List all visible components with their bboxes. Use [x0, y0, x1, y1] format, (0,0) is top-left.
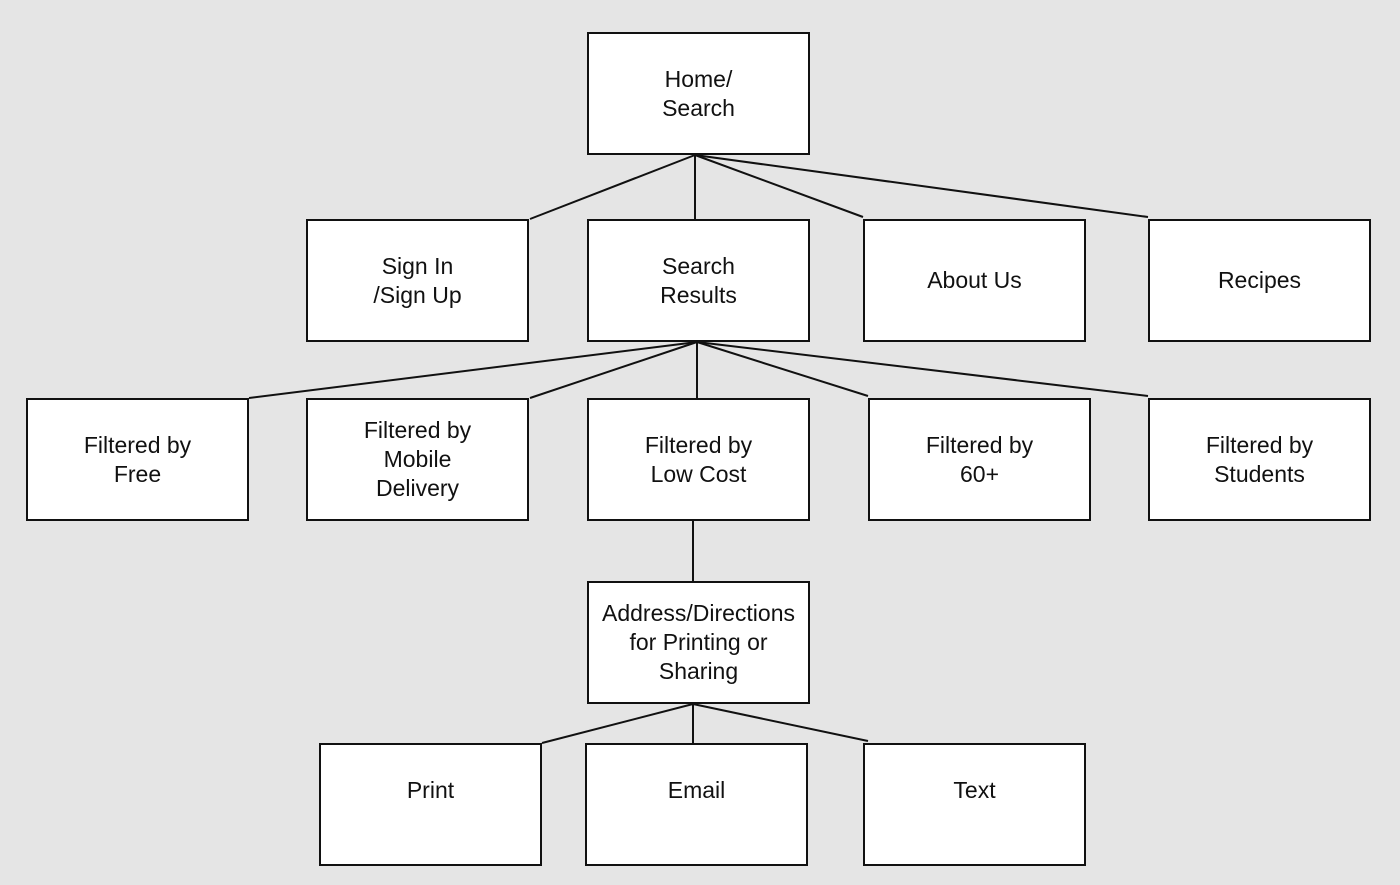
- connector-home-about: [694, 154, 864, 218]
- node-filtered-low-cost: Filtered by Low Cost: [587, 398, 810, 521]
- node-print-label: Print: [406, 777, 455, 803]
- connector-results-mobile: [529, 341, 698, 399]
- node-filtered-students-label: Filtered by Students: [1205, 431, 1314, 487]
- node-search-results-label: Search Results: [660, 252, 737, 308]
- node-filtered-students: Filtered by Students: [1148, 398, 1371, 521]
- connector-results-60: [696, 341, 869, 397]
- node-sign-in-label: Sign In /Sign Up: [373, 252, 462, 308]
- connector-address-print: [541, 703, 694, 744]
- node-text-label: Text: [953, 777, 996, 803]
- node-recipes-label: Recipes: [1217, 267, 1302, 293]
- node-search-results: Search Results: [587, 219, 810, 342]
- node-home-search: Home/ Search: [587, 32, 810, 155]
- node-filtered-60-plus-label: Filtered by 60+: [925, 431, 1034, 487]
- node-filtered-mobile-delivery: Filtered by Mobile Delivery: [306, 398, 529, 521]
- node-filtered-low-cost-label: Filtered by Low Cost: [644, 431, 753, 487]
- node-address-directions: Address/Directions for Printing or Shari…: [587, 581, 810, 704]
- connector-home-recipes: [694, 154, 1149, 218]
- node-email: Email: [585, 743, 808, 866]
- node-filtered-free-label: Filtered by Free: [83, 431, 192, 487]
- node-recipes: Recipes: [1148, 219, 1371, 342]
- node-filtered-60-plus: Filtered by 60+: [868, 398, 1091, 521]
- node-print: Print: [319, 743, 542, 866]
- connector-results-free: [248, 341, 698, 399]
- connector-results-students: [696, 341, 1149, 397]
- node-about-us: About Us: [863, 219, 1086, 342]
- node-text: Text: [863, 743, 1086, 866]
- node-home-search-label: Home/ Search: [662, 65, 735, 121]
- connector-address-text: [692, 703, 869, 742]
- node-sign-in: Sign In /Sign Up: [306, 219, 529, 342]
- node-about-us-label: About Us: [927, 267, 1022, 293]
- node-address-directions-label: Address/Directions for Printing or Shari…: [601, 600, 796, 684]
- node-email-label: Email: [667, 777, 726, 803]
- node-filtered-mobile-delivery-label: Filtered by Mobile Delivery: [363, 417, 472, 501]
- node-filtered-free: Filtered by Free: [26, 398, 249, 521]
- connector-home-signin: [529, 154, 696, 220]
